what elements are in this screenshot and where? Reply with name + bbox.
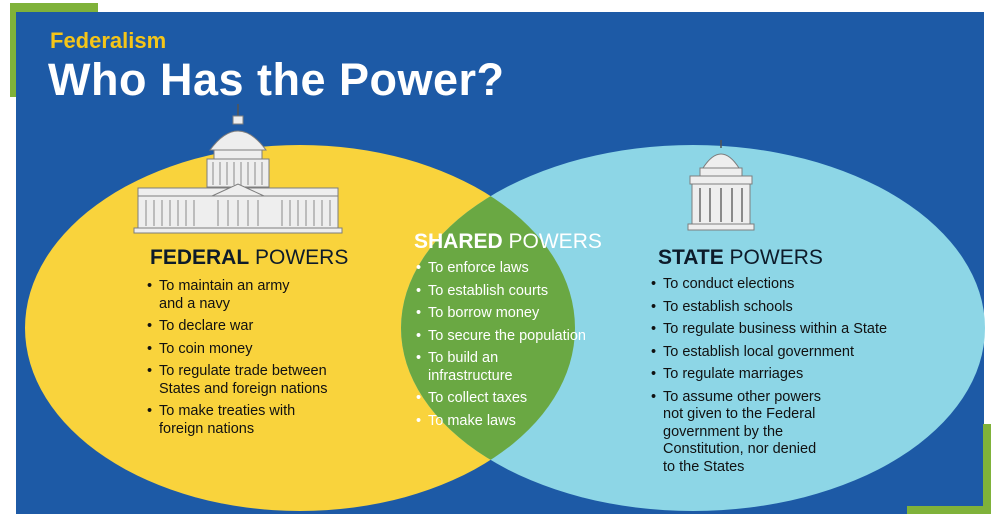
shared-powers-heading: SHARED POWERS xyxy=(414,230,602,253)
list-item: To establish schools xyxy=(651,299,911,317)
kicker-label: Federalism xyxy=(50,28,167,53)
list-item: To conduct elections xyxy=(651,276,911,294)
list-item: To declare war xyxy=(147,318,367,336)
capitol-building-icon xyxy=(133,104,343,234)
page-title: Who Has the Power? xyxy=(48,54,505,105)
list-item: To establish courts xyxy=(416,283,616,301)
list-item: To establish local government xyxy=(651,344,911,362)
list-item: To make laws xyxy=(416,413,616,431)
accent-bar-right xyxy=(983,424,991,514)
state-powers-list: To conduct elections To establish school… xyxy=(651,276,911,481)
shared-powers-list: To enforce laws To establish courts To b… xyxy=(416,260,616,435)
federal-powers-heading: FEDERAL POWERS xyxy=(150,246,349,269)
list-item: To regulate trade between States and for… xyxy=(147,363,367,398)
federal-powers-list: To maintain an army and a navy To declar… xyxy=(147,278,367,443)
state-powers-heading: STATE POWERS xyxy=(658,246,823,269)
list-item: To enforce laws xyxy=(416,260,616,278)
list-item: To regulate marriages xyxy=(651,366,911,384)
list-item: To make treaties with foreign nations xyxy=(147,403,367,438)
list-item: To secure the population xyxy=(416,328,616,346)
accent-bar-top xyxy=(10,3,98,13)
list-item: To regulate business within a State xyxy=(651,321,911,339)
accent-bar-bottom xyxy=(907,506,991,514)
list-item: To build an infrastructure xyxy=(416,350,616,385)
state-capitol-icon xyxy=(687,140,755,231)
list-item: To maintain an army and a navy xyxy=(147,278,367,313)
list-item: To borrow money xyxy=(416,305,616,323)
list-item: To coin money xyxy=(147,341,367,359)
accent-bar-left xyxy=(10,3,18,97)
list-item: To assume other powers not given to the … xyxy=(651,389,911,477)
list-item: To collect taxes xyxy=(416,390,616,408)
